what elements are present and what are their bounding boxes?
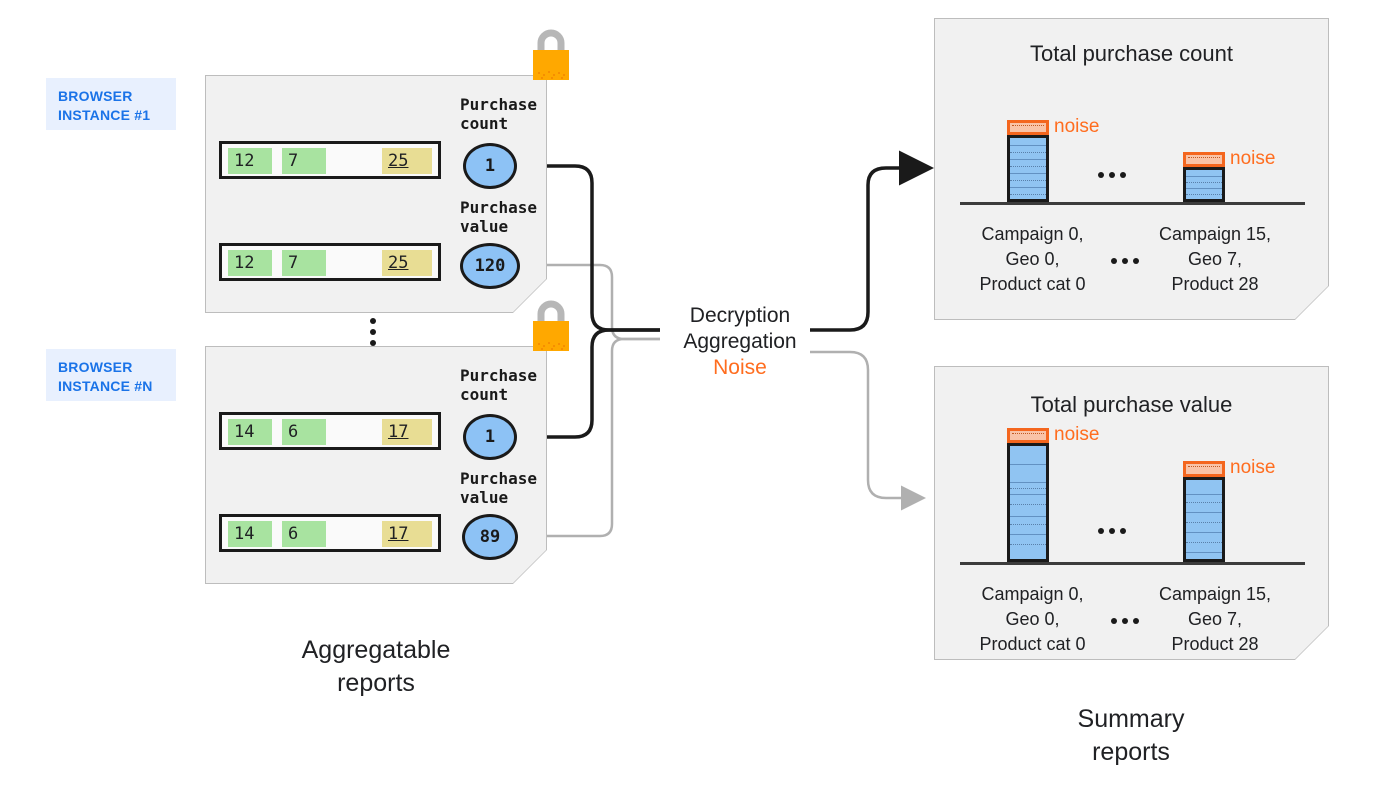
noise-segment <box>1007 120 1049 135</box>
chart-category-label: Campaign 15, Geo 7, Product 28 <box>1158 584 1272 654</box>
report-cell: 7 <box>282 250 326 276</box>
chart-bar <box>1183 167 1225 202</box>
report-cell-value: 25 <box>388 253 409 273</box>
summary-reports-caption: Summary reports <box>1077 705 1185 766</box>
aggregatable-reports-caption: Aggregatable reports <box>301 636 451 697</box>
noise-segment <box>1007 428 1049 443</box>
chart-categories-ellipsis-icon <box>1111 258 1139 264</box>
purchase-value-bubble: 120 <box>460 243 520 289</box>
purchase-count-bubble: 1 <box>463 414 517 460</box>
chart-bars-ellipsis-icon <box>1098 172 1126 178</box>
bar-stripes <box>1186 170 1222 199</box>
report-cell: 14 <box>228 521 272 547</box>
report-cell-value: 12 <box>234 253 255 273</box>
report-cell-key: 17 <box>382 419 432 445</box>
purchase-value-label: Purchase value <box>460 469 538 507</box>
chart-category-label: Campaign 15, Geo 7, Product 28 <box>1158 224 1272 294</box>
purchase-value-bubble: 89 <box>462 514 518 560</box>
purchase-count-label: Purchase count <box>460 95 538 133</box>
report-cell-value: 25 <box>388 151 409 171</box>
noise-label: noise <box>1230 148 1276 169</box>
chart-category-label: Campaign 0, Geo 0, Product cat 0 <box>979 224 1086 294</box>
report-cell: 14 <box>228 419 272 445</box>
purchase-value-label: Purchase value <box>460 198 538 236</box>
purchase-count-bubble: 1 <box>463 143 517 189</box>
process-line-decryption: Decryption <box>689 304 791 327</box>
chart-bar <box>1007 443 1049 562</box>
report-cell-value: 12 <box>234 151 255 171</box>
report-cell-value: 14 <box>234 524 255 544</box>
summary-report-count <box>935 19 1328 319</box>
report-cell: 6 <box>282 419 326 445</box>
report-cell: 12 <box>228 250 272 276</box>
noise-segment <box>1183 152 1225 167</box>
report-cell-key: 25 <box>382 250 432 276</box>
noise-segment <box>1183 461 1225 477</box>
noise-label: noise <box>1230 457 1276 478</box>
padlock-icon <box>528 23 574 83</box>
bar-stripes <box>1010 138 1046 199</box>
aggregatable-report-row: 12 7 25 <box>219 141 441 179</box>
report-cell: 12 <box>228 148 272 174</box>
process-line-aggregation: Aggregation <box>683 330 797 353</box>
browser-instance-1-label: BROWSER INSTANCE #1 <box>58 88 151 123</box>
chart-baseline <box>960 202 1305 205</box>
chart-bars-ellipsis-icon <box>1098 528 1126 534</box>
chart-title: Total purchase value <box>1030 392 1233 417</box>
report-cell-value: 7 <box>288 253 299 273</box>
bar-stripes <box>1010 446 1046 559</box>
chart-baseline <box>960 562 1305 565</box>
padlock-icon <box>528 294 574 354</box>
noise-label: noise <box>1054 116 1100 137</box>
report-cell-value: 7 <box>288 151 299 171</box>
browser-instance-n-chip: BROWSER INSTANCE #N <box>46 349 176 401</box>
report-cell: 6 <box>282 521 326 547</box>
instances-ellipsis-icon <box>370 318 376 346</box>
chart-bar <box>1007 135 1049 202</box>
wire-to-count-report <box>810 150 934 332</box>
chart-bar <box>1183 477 1225 562</box>
noise-label: noise <box>1054 424 1100 445</box>
chart-categories-ellipsis-icon <box>1111 618 1139 624</box>
report-cell-value: 17 <box>388 422 409 442</box>
bar-stripes <box>1186 480 1222 559</box>
summary-report-value <box>935 367 1328 659</box>
chart-title: Total purchase count <box>1029 41 1234 66</box>
browser-instance-n-label: BROWSER INSTANCE #N <box>58 359 153 394</box>
aggregatable-report-row: 14 6 17 <box>219 514 441 552</box>
report-cell-value: 6 <box>288 422 299 442</box>
report-cell-key: 25 <box>382 148 432 174</box>
purchase-count-label: Purchase count <box>460 366 538 404</box>
browser-instance-1-chip: BROWSER INSTANCE #1 <box>46 78 176 130</box>
process-step: Decryption Aggregation Noise <box>665 303 815 381</box>
report-cell: 7 <box>282 148 326 174</box>
report-cell-key: 17 <box>382 521 432 547</box>
process-line-noise: Noise <box>713 356 767 379</box>
aggregatable-report-row: 14 6 17 <box>219 412 441 450</box>
wire-to-value-report <box>810 350 926 511</box>
report-cell-value: 17 <box>388 524 409 544</box>
report-cell-value: 14 <box>234 422 255 442</box>
report-cell-value: 6 <box>288 524 299 544</box>
aggregatable-report-row: 12 7 25 <box>219 243 441 281</box>
chart-category-label: Campaign 0, Geo 0, Product cat 0 <box>979 584 1086 654</box>
